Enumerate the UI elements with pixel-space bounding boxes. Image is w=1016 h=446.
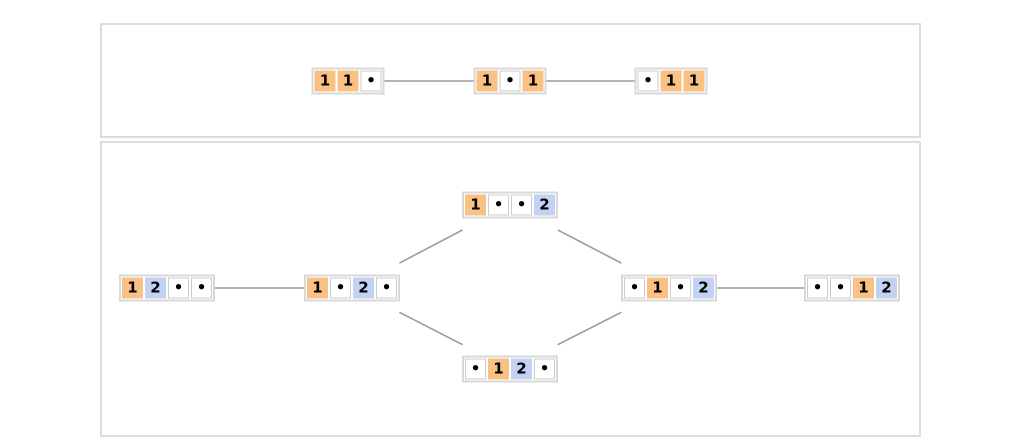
cell-token-1: 1 <box>660 70 682 92</box>
cell-empty: • <box>465 358 486 380</box>
cell-empty: • <box>637 70 659 92</box>
cell-token-1: 1 <box>522 70 544 92</box>
cell-token-1: 1 <box>314 70 336 92</box>
cell-empty: • <box>191 277 212 299</box>
cell-token-1: 1 <box>476 70 498 92</box>
cell-token-2: 2 <box>145 277 166 299</box>
cell-empty: • <box>376 277 397 299</box>
cell-token-1: 1 <box>337 70 359 92</box>
cell-empty: • <box>624 277 645 299</box>
cell-token-2: 2 <box>534 194 555 216</box>
cell-empty: • <box>499 70 521 92</box>
cell-empty: • <box>534 358 555 380</box>
cell-empty: • <box>360 70 382 92</box>
cell-token-2: 2 <box>876 277 897 299</box>
cell-token-1: 1 <box>307 277 328 299</box>
state-node-four-cell-graph-l2: 1•2• <box>304 274 400 302</box>
cell-token-1: 1 <box>683 70 705 92</box>
cell-token-2: 2 <box>353 277 374 299</box>
cell-token-1: 1 <box>488 358 509 380</box>
cell-empty: • <box>488 194 509 216</box>
cell-token-1: 1 <box>465 194 486 216</box>
cell-token-2: 2 <box>511 358 532 380</box>
state-node-four-cell-graph-r1: •1•2 <box>621 274 717 302</box>
state-node-three-cell-chain-b: 1•1 <box>473 67 547 95</box>
cell-token-2: 2 <box>693 277 714 299</box>
cell-empty: • <box>670 277 691 299</box>
cell-token-1: 1 <box>122 277 143 299</box>
cell-empty: • <box>807 277 828 299</box>
cell-token-1: 1 <box>853 277 874 299</box>
panel-four-cell-graph <box>100 141 921 437</box>
cell-token-1: 1 <box>647 277 668 299</box>
cell-empty: • <box>830 277 851 299</box>
cell-empty: • <box>168 277 189 299</box>
cell-empty: • <box>511 194 532 216</box>
state-node-four-cell-graph-t: 1••2 <box>462 191 558 219</box>
cell-empty: • <box>330 277 351 299</box>
